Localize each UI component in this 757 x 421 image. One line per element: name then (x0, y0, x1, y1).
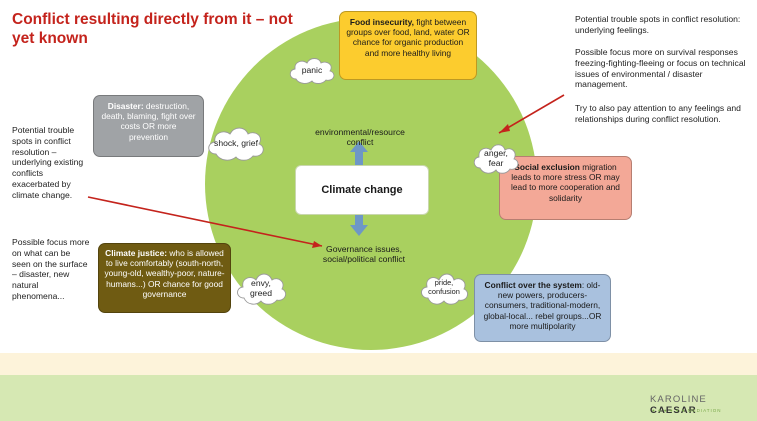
up-arrow (350, 141, 368, 166)
food-insecurity-text: fight between groups over food, land, wa… (346, 17, 470, 58)
cloud-icon (208, 127, 264, 161)
climate-justice-box: Climate justice: who is allowed to live … (98, 243, 231, 313)
anger-fear-label: anger, fear (484, 148, 508, 168)
right-note-1: Potential trouble spots in conflict reso… (575, 14, 741, 35)
pointer-arrowhead-right (499, 124, 510, 133)
disaster-box: Disaster: destruction, death, blaming, f… (93, 95, 204, 157)
social-exclusion-text: migration leads to more stress OR may le… (511, 162, 620, 203)
climate-change-label: Climate change (321, 184, 403, 196)
left-note-1: Potential trouble spots in conflict reso… (12, 125, 84, 200)
panic-cloud: panic (286, 55, 338, 85)
shock-grief-cloud: shock, grief (204, 124, 268, 162)
logo-wordmark: KAROLINE CAESAR (650, 394, 757, 416)
panic-label: panic (301, 65, 323, 75)
climate-justice-text: who is allowed to live comfortably (sout… (104, 248, 225, 299)
disaster-text: destruction, death, blaming, fight over … (101, 101, 196, 142)
logo-subtitle: ● ● ● ● ● ● MEDIATION (652, 408, 722, 413)
social-exclusion-heading: Social exclusion (514, 162, 580, 172)
slide-title: Conflict resulting directly from it – no… (12, 11, 293, 47)
cloud-icon (473, 144, 519, 174)
pride-confusion-cloud: pride, confusion (417, 270, 471, 306)
pointer-line-left (87, 196, 323, 247)
food-insecurity-heading: Food insecurity, (349, 17, 414, 27)
food-insecurity-box: Food insecurity, fight between groups ov… (339, 11, 477, 80)
climate-change-box: Climate change (295, 165, 429, 215)
social-exclusion-box: Social exclusion migration leads to more… (499, 156, 632, 220)
environmental-conflict-label: environmental/resource conflict (315, 127, 405, 148)
anger-fear-cloud: anger, fear (470, 141, 522, 175)
cloud-icon (237, 273, 287, 305)
governance-label: Governance issues, social/political conf… (322, 244, 406, 265)
envy-greed-cloud: envy, greed (233, 270, 289, 306)
cloud-icon (289, 58, 335, 84)
down-arrow (350, 212, 368, 236)
climate-justice-heading: Climate justice: (105, 248, 168, 258)
logo-name-light: KAROLINE (650, 394, 707, 405)
right-note-3: Try to also pay attention to any feeling… (575, 103, 741, 124)
left-note-2: Possible focus more on what can be seen … (12, 237, 90, 301)
conflict-system-text: : old-new powers, producers-consumers, t… (483, 280, 602, 331)
pointer-arrowhead-left (312, 241, 322, 248)
cloud-icon (421, 273, 469, 305)
footer-band-green (0, 375, 757, 421)
shock-grief-label: shock, grief (214, 138, 258, 148)
pride-confusion-label: pride, confusion (428, 278, 460, 296)
pointer-line-right (498, 94, 565, 134)
footer-band-light (0, 353, 757, 375)
right-note-2: Possible focus more on survival response… (575, 47, 746, 90)
disaster-heading: Disaster: (107, 101, 144, 111)
logo-name-bold: CAESAR (650, 405, 697, 416)
conflict-system-heading: Conflict over the system (484, 280, 582, 290)
envy-greed-label: envy, greed (250, 278, 272, 298)
conflict-system-box: Conflict over the system: old-new powers… (474, 274, 611, 342)
